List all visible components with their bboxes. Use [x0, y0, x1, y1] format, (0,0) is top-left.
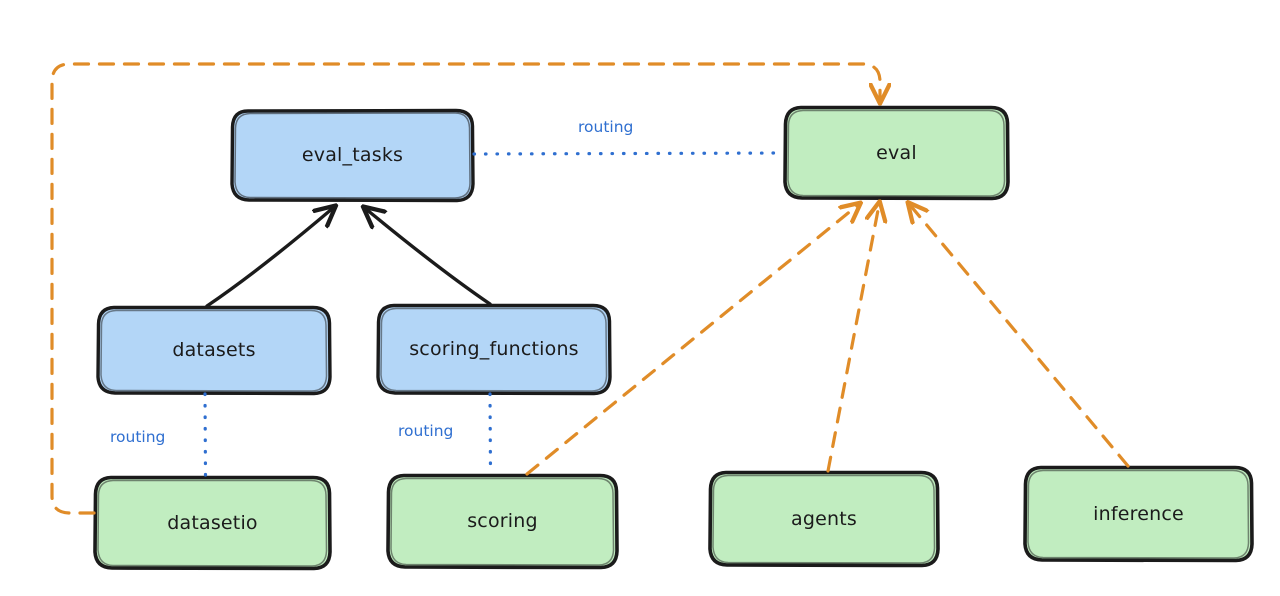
node-shape-eval-tasks[interactable] [230, 108, 475, 203]
edge-datasets-to-eval-tasks [205, 208, 333, 308]
edge-datasetio-to-eval [50, 62, 880, 515]
node-shape-scoring[interactable] [386, 473, 619, 570]
edge-scoring-to-eval [525, 205, 858, 476]
edge-inference-to-eval [910, 205, 1130, 468]
edge-scoring-functions-to-scoring [488, 392, 493, 476]
node-shape-scoring-functions[interactable] [376, 303, 612, 396]
node-shape-inference[interactable] [1023, 465, 1254, 563]
node-shape-agents[interactable] [708, 470, 940, 568]
edge-scoring-functions-to-eval-tasks [366, 209, 492, 306]
edge-eval-tasks-to-eval [472, 151, 786, 156]
node-shape-datasetio[interactable] [93, 475, 332, 571]
node-shape-datasets[interactable] [96, 305, 332, 396]
edge-datasets-to-datasetio [203, 392, 208, 478]
edge-agents-to-eval [826, 205, 879, 473]
node-shape-eval[interactable] [783, 105, 1010, 201]
